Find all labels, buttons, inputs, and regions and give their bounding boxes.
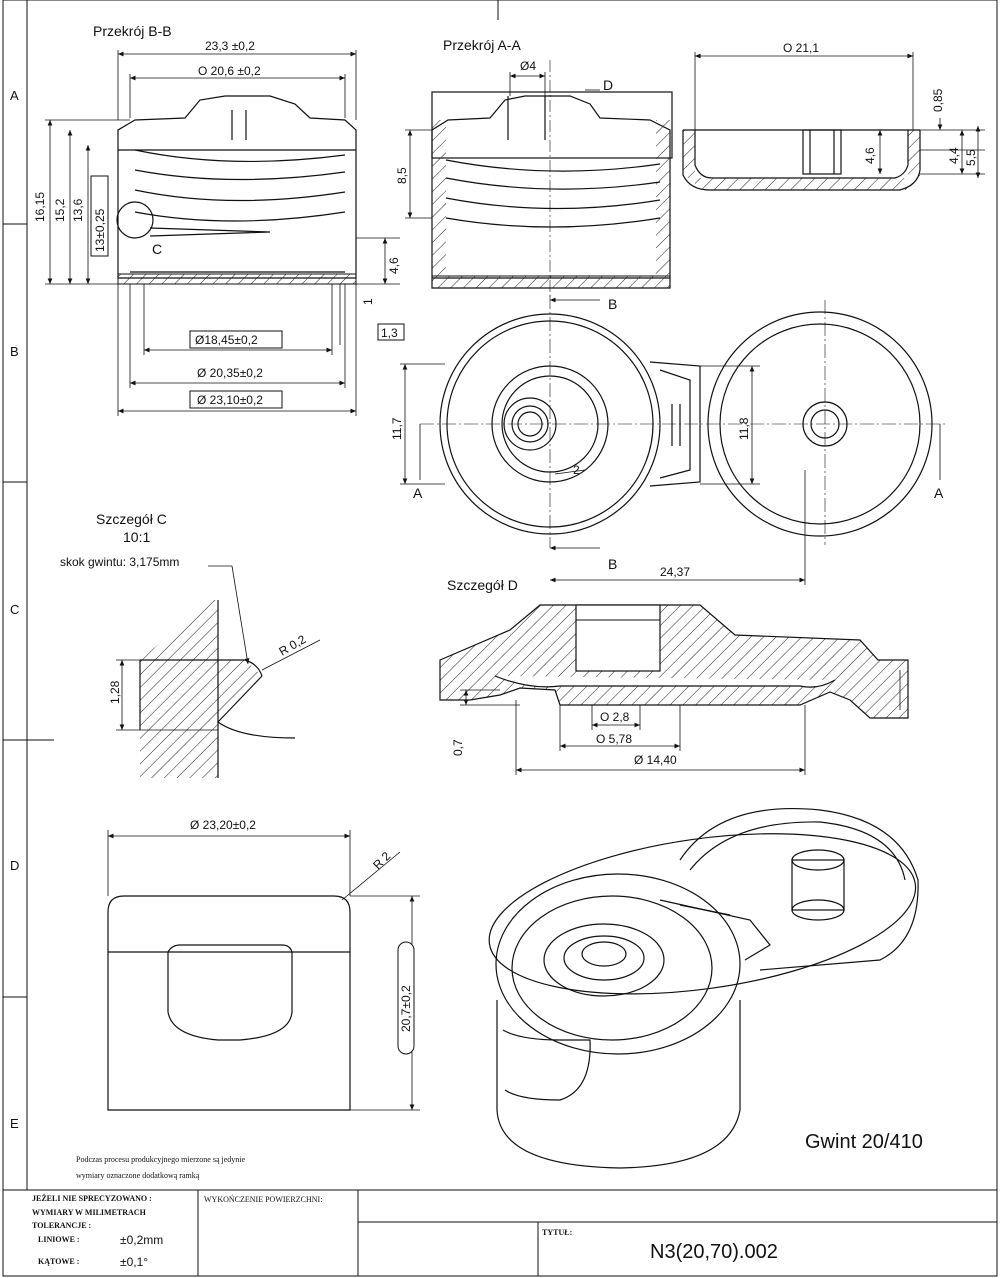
- detail-c-note: skok gwintu: 3,175mm: [60, 555, 179, 569]
- zone-labels: A B C D E: [10, 88, 19, 1131]
- lid-dim-h1: 0,85: [931, 88, 945, 112]
- top-dim-right-height: 11,8: [737, 417, 751, 440]
- aa-dim-height: 8,5: [395, 167, 409, 184]
- section-aa-view: Przekrój A-A Ø4 8,5 D: [395, 37, 673, 300]
- detail-c-title: Szczegół C: [96, 511, 167, 527]
- bb-dim-d2: Ø 20,35±0,2: [197, 366, 263, 380]
- bb-dim-inner-diameter: O 20,6 ±0,2: [198, 64, 261, 78]
- section-bb-title: Przekrój B-B: [93, 23, 172, 39]
- bb-dim-h1: 16,15: [33, 192, 47, 222]
- zone-label-c: C: [10, 602, 19, 617]
- bb-dim-d1: Ø18,45±0,2: [195, 333, 258, 347]
- section-aa-title: Przekrój A-A: [443, 37, 521, 53]
- section-b-marker-bottom: B: [608, 556, 617, 572]
- tolerance-header-2: WYMIARY W MILIMETRACH: [32, 1208, 147, 1217]
- detail-d-dim-d2: O 5,78: [596, 732, 632, 746]
- surface-finish-label: WYKOŃCZENIE POWIERZCHNI:: [204, 1194, 322, 1204]
- tolerance-header-3: TOLERANCJE :: [32, 1221, 91, 1230]
- detail-d-dim-h: 0,7: [451, 739, 465, 756]
- top-view: 11,7 11,8 2 24,37 B B A A: [390, 295, 945, 585]
- linear-tolerance-value: ±0,2mm: [120, 1233, 163, 1247]
- top-dim-left-height: 11,7: [390, 417, 404, 440]
- bb-dim-h7-box: [377, 323, 405, 341]
- linear-tolerance-label: LINIOWE :: [38, 1235, 80, 1244]
- title-label: TYTUŁ:: [542, 1228, 572, 1237]
- bb-dim-overall-width: 23,3 ±0,2: [205, 39, 255, 53]
- tolerance-header-1: JEŻELI NIE SPRECYZOWANO :: [32, 1193, 152, 1203]
- section-a-marker-right: A: [934, 485, 944, 501]
- title-block: [3, 1189, 997, 1276]
- bb-dim-d3-box: [189, 390, 283, 409]
- side-dim-radius: R 2: [370, 849, 393, 872]
- production-note-line1: Podczas procesu produkcyjnego mierzone s…: [76, 1155, 246, 1164]
- top-dim-radius: 2: [573, 463, 580, 477]
- angular-tolerance-value: ±0,1°: [120, 1255, 148, 1269]
- lid-section-view: O 21,1 0,85 4,6 4,4 5,5: [682, 41, 985, 191]
- bb-dim-h4-box: [90, 175, 109, 257]
- production-note-line2: wymiary oznaczone dodatkową ramką: [76, 1171, 200, 1180]
- bb-dim-d1-box: [189, 330, 283, 349]
- side-view: Ø 23,20±0,2 R 2 20,7±0,2: [107, 818, 420, 1111]
- lid-dim-h3: 4,4: [947, 147, 961, 164]
- section-a-marker-left: A: [413, 485, 423, 501]
- detail-d-marker: D: [603, 77, 613, 93]
- section-bb-view: Przekrój B-B C: [33, 23, 405, 416]
- detail-c-scale: 10:1: [123, 529, 150, 545]
- bb-dim-h2: 15,2: [53, 198, 67, 222]
- thread-label: Gwint 20/410: [805, 1131, 923, 1153]
- bb-dim-d3: Ø 23,10±0,2: [197, 393, 263, 407]
- detail-d-dim-d1: O 2,8: [600, 710, 630, 724]
- top-dim-offset: 24,37: [660, 565, 690, 579]
- zone-label-b: B: [10, 344, 19, 359]
- drawing-number: N3(20,70).002: [650, 1241, 778, 1263]
- side-dim-height: 20,7±0,2: [399, 985, 413, 1032]
- title-block-text: JEŻELI NIE SPRECYZOWANO : WYMIARY W MILI…: [32, 1193, 778, 1269]
- isometric-view: [488, 807, 919, 1169]
- lid-dim-h2: 4,6: [863, 147, 877, 164]
- detail-c-dim-height: 1,28: [108, 680, 122, 704]
- section-b-marker-top: B: [608, 296, 617, 312]
- detail-d-dim-d3: Ø 14,40: [634, 753, 677, 767]
- detail-c-marker: C: [152, 241, 162, 257]
- aa-dim-hole: Ø4: [520, 59, 536, 73]
- side-dim-diameter: Ø 23,20±0,2: [190, 818, 256, 832]
- detail-c-view: Szczegół C 10:1 skok gwintu: 3,175mm R 0…: [60, 511, 321, 778]
- lid-dim-h4: 5,5: [964, 149, 978, 166]
- bb-dim-h5: 4,6: [387, 257, 401, 274]
- bb-dim-h6: 1: [361, 298, 375, 305]
- lid-dim-diameter: O 21,1: [783, 41, 819, 55]
- bb-dim-h4: 13±0,25: [93, 208, 107, 252]
- side-dim-height-box: [397, 941, 415, 1055]
- bb-dim-h3: 13,6: [71, 198, 85, 222]
- detail-d-title: Szczegół D: [447, 577, 518, 593]
- bb-dim-h7: 1,3: [381, 326, 398, 340]
- zone-label-d: D: [10, 858, 19, 873]
- zone-label-e: E: [10, 1116, 19, 1131]
- detail-d-view: Szczegół D O 2,8 O 5,78 Ø 14,40 0,7: [439, 577, 909, 775]
- zone-label-a: A: [10, 88, 19, 103]
- angular-tolerance-label: KĄTOWE :: [38, 1257, 79, 1266]
